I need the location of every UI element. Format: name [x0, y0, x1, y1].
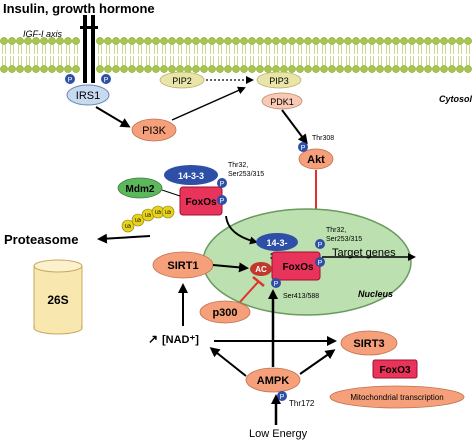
svg-text:AC: AC: [255, 265, 267, 274]
akt-node: Akt: [298, 148, 334, 170]
nuclear-foxo-phospho-top: P: [315, 239, 325, 249]
irs1-node: IRS1: [66, 84, 110, 106]
svg-text:SIRT3: SIRT3: [353, 338, 384, 350]
nuc-sites-label-2: Ser253/315: [326, 236, 362, 243]
svg-text:P: P: [318, 260, 323, 267]
svg-text:Mitochondrial transcription: Mitochondrial transcription: [350, 393, 443, 402]
nad-label: [NAD⁺]: [162, 334, 199, 346]
receptor-phospho-left: P: [65, 74, 75, 84]
pip3-node: PIP3: [256, 71, 302, 89]
title: Insulin, growth hormone: [3, 1, 155, 16]
svg-text:14-3-: 14-3-: [266, 238, 287, 248]
target-genes-label: Target genes: [332, 247, 396, 259]
mdm2-node: Mdm2: [117, 177, 163, 199]
mitochondrial-transcription: Mitochondrial transcription: [329, 385, 465, 409]
sirt1-node: SIRT1: [152, 251, 214, 279]
irs1-to-pi3k-arrow: [95, 106, 131, 128]
svg-text:14-3-3: 14-3-3: [178, 171, 204, 181]
p300-inhibits-acetyl: [239, 276, 265, 303]
p300-node: p300: [199, 300, 251, 324]
nuclear-foxo-phospho-right: P: [315, 257, 325, 267]
ampk-phospho: P: [277, 391, 287, 401]
svg-text:P: P: [104, 77, 109, 84]
svg-text:SIRT1: SIRT1: [167, 260, 198, 272]
svg-text:Akt: Akt: [307, 154, 325, 166]
svg-text:26S: 26S: [47, 293, 68, 307]
mdm2-to-foxo-link: [161, 189, 181, 197]
svg-text:Mdm2: Mdm2: [126, 184, 155, 195]
sirt3-node: SIRT3: [340, 330, 398, 356]
pdk1-to-akt-arrow: [281, 109, 308, 145]
ubiquitin-label: Ub: [155, 210, 162, 216]
sirt1-to-foxo-arrow: [212, 262, 249, 273]
nuclear-foxo-phospho-bottom: P: [271, 278, 281, 288]
svg-text:PIP3: PIP3: [269, 76, 289, 86]
cytoplasmic-foxo-phospho-bottom: P: [217, 195, 227, 205]
svg-text:P: P: [280, 394, 285, 401]
cyto-sites-label-2: Ser253/315: [228, 171, 264, 178]
svg-text:P: P: [301, 145, 306, 152]
insulin-receptor: [80, 15, 98, 83]
foxo-to-proteasome-arrow: [97, 233, 151, 244]
svg-text:P: P: [220, 198, 225, 205]
pi3k-node: PI3K: [131, 118, 177, 142]
svg-text:FoxO3: FoxO3: [379, 365, 411, 376]
akt-phospho: P: [298, 142, 308, 152]
svg-text:P: P: [220, 181, 225, 188]
nad-up-arrow-glyph: ↗: [148, 332, 158, 346]
ubiquitin-label: Ub: [135, 218, 142, 224]
ser413-label: Ser413/588: [283, 293, 319, 300]
pi3k-to-pip-arrow: [171, 86, 246, 121]
foxo3-node: FoxO3: [372, 359, 418, 379]
ubiquitin-bead: [161, 205, 175, 219]
proteasome-label: Proteasome: [4, 232, 78, 247]
nuclear-foxos: FoxOs: [271, 251, 321, 281]
ubiquitin-label: Ub: [145, 213, 152, 219]
thr172-label: Thr172: [289, 399, 315, 408]
proteasome-26s: 26S: [33, 259, 83, 335]
thr308-label: Thr308: [312, 135, 334, 142]
svg-text:PIP2: PIP2: [172, 76, 192, 86]
svg-text:FoxOs: FoxOs: [185, 197, 217, 208]
svg-text:PDK1: PDK1: [270, 97, 294, 107]
ubiquitin-label: Ub: [165, 210, 172, 216]
svg-text:AMPK: AMPK: [257, 375, 289, 387]
cyto-sites-label-1: Thr32,: [228, 162, 248, 169]
ubiquitin-bead: [131, 213, 145, 227]
acetylation-tag: AC: [250, 262, 272, 276]
cell-membrane: [0, 37, 472, 73]
cytoplasmic-foxos: FoxOs: [179, 186, 223, 216]
ampk-node: AMPK: [245, 367, 301, 393]
pdk1-node: PDK1: [261, 92, 303, 110]
svg-text:P: P: [68, 77, 73, 84]
svg-text:p300: p300: [212, 307, 237, 319]
receptor-phospho-right: P: [101, 74, 111, 84]
ubiquitin-bead: [121, 219, 135, 233]
nuc-sites-label-1: Thr32,: [326, 227, 346, 234]
cytoplasmic-14-3-3: 14-3-3: [164, 165, 218, 185]
akt-inhibits-nuclear-foxo: [309, 170, 323, 214]
ampk-to-sirt3-arrow: [299, 349, 336, 375]
ubiquitin-label: Ub: [125, 224, 132, 230]
svg-text:P: P: [274, 281, 279, 288]
pip2-node: PIP2: [159, 71, 205, 89]
foxo-shuttle-arrow: [225, 215, 258, 245]
low-energy-label: Low Energy: [249, 428, 308, 440]
ampk-to-nad-arrow: [209, 347, 247, 377]
cytoplasmic-foxo-phospho-top: P: [217, 178, 227, 188]
igf-axis-label: IGF-I axis: [23, 29, 63, 39]
nucleus-label: Nucleus: [358, 289, 393, 299]
cytosol-label: Cytosol: [439, 94, 473, 104]
svg-text:P: P: [318, 242, 323, 249]
svg-text:IRS1: IRS1: [76, 90, 100, 102]
svg-text:FoxOs: FoxOs: [282, 262, 314, 273]
nuclear-14-3-3: 14-3-: [256, 233, 298, 251]
svg-text:PI3K: PI3K: [142, 125, 167, 137]
